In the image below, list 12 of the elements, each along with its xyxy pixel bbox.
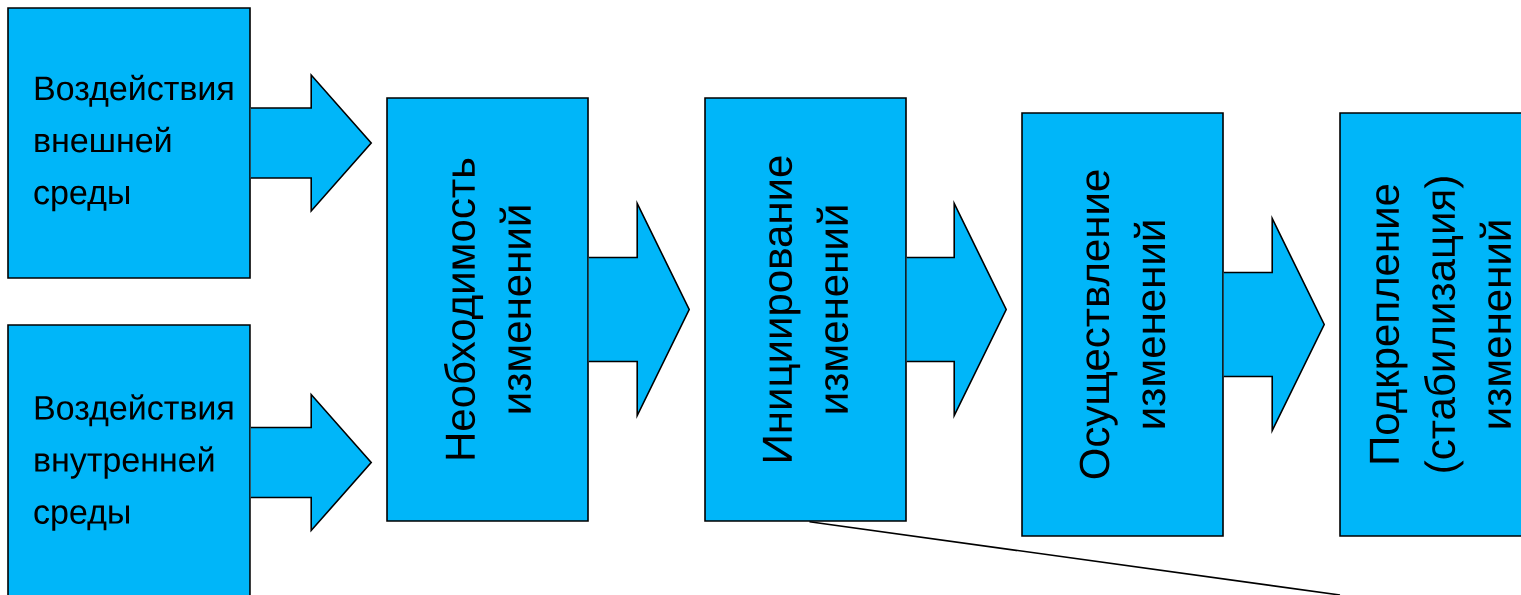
block-arrow <box>906 200 1008 419</box>
process-box: Подкрепление (стабилизация) изменений <box>1339 112 1521 537</box>
block-arrow <box>1223 215 1326 434</box>
block-arrow <box>250 72 373 214</box>
process-box: Осуществление изменений <box>1021 112 1224 537</box>
block-arrow <box>588 200 691 419</box>
block-arrow <box>250 392 373 533</box>
factor-box: Воздействия внешней среды <box>7 7 251 279</box>
factor-box: Воздействия внутренней среды <box>7 324 251 595</box>
process-box: Инициирование изменений <box>704 97 907 522</box>
process-box: Необходимость изменений <box>386 97 589 522</box>
connector-line <box>808 521 1341 595</box>
